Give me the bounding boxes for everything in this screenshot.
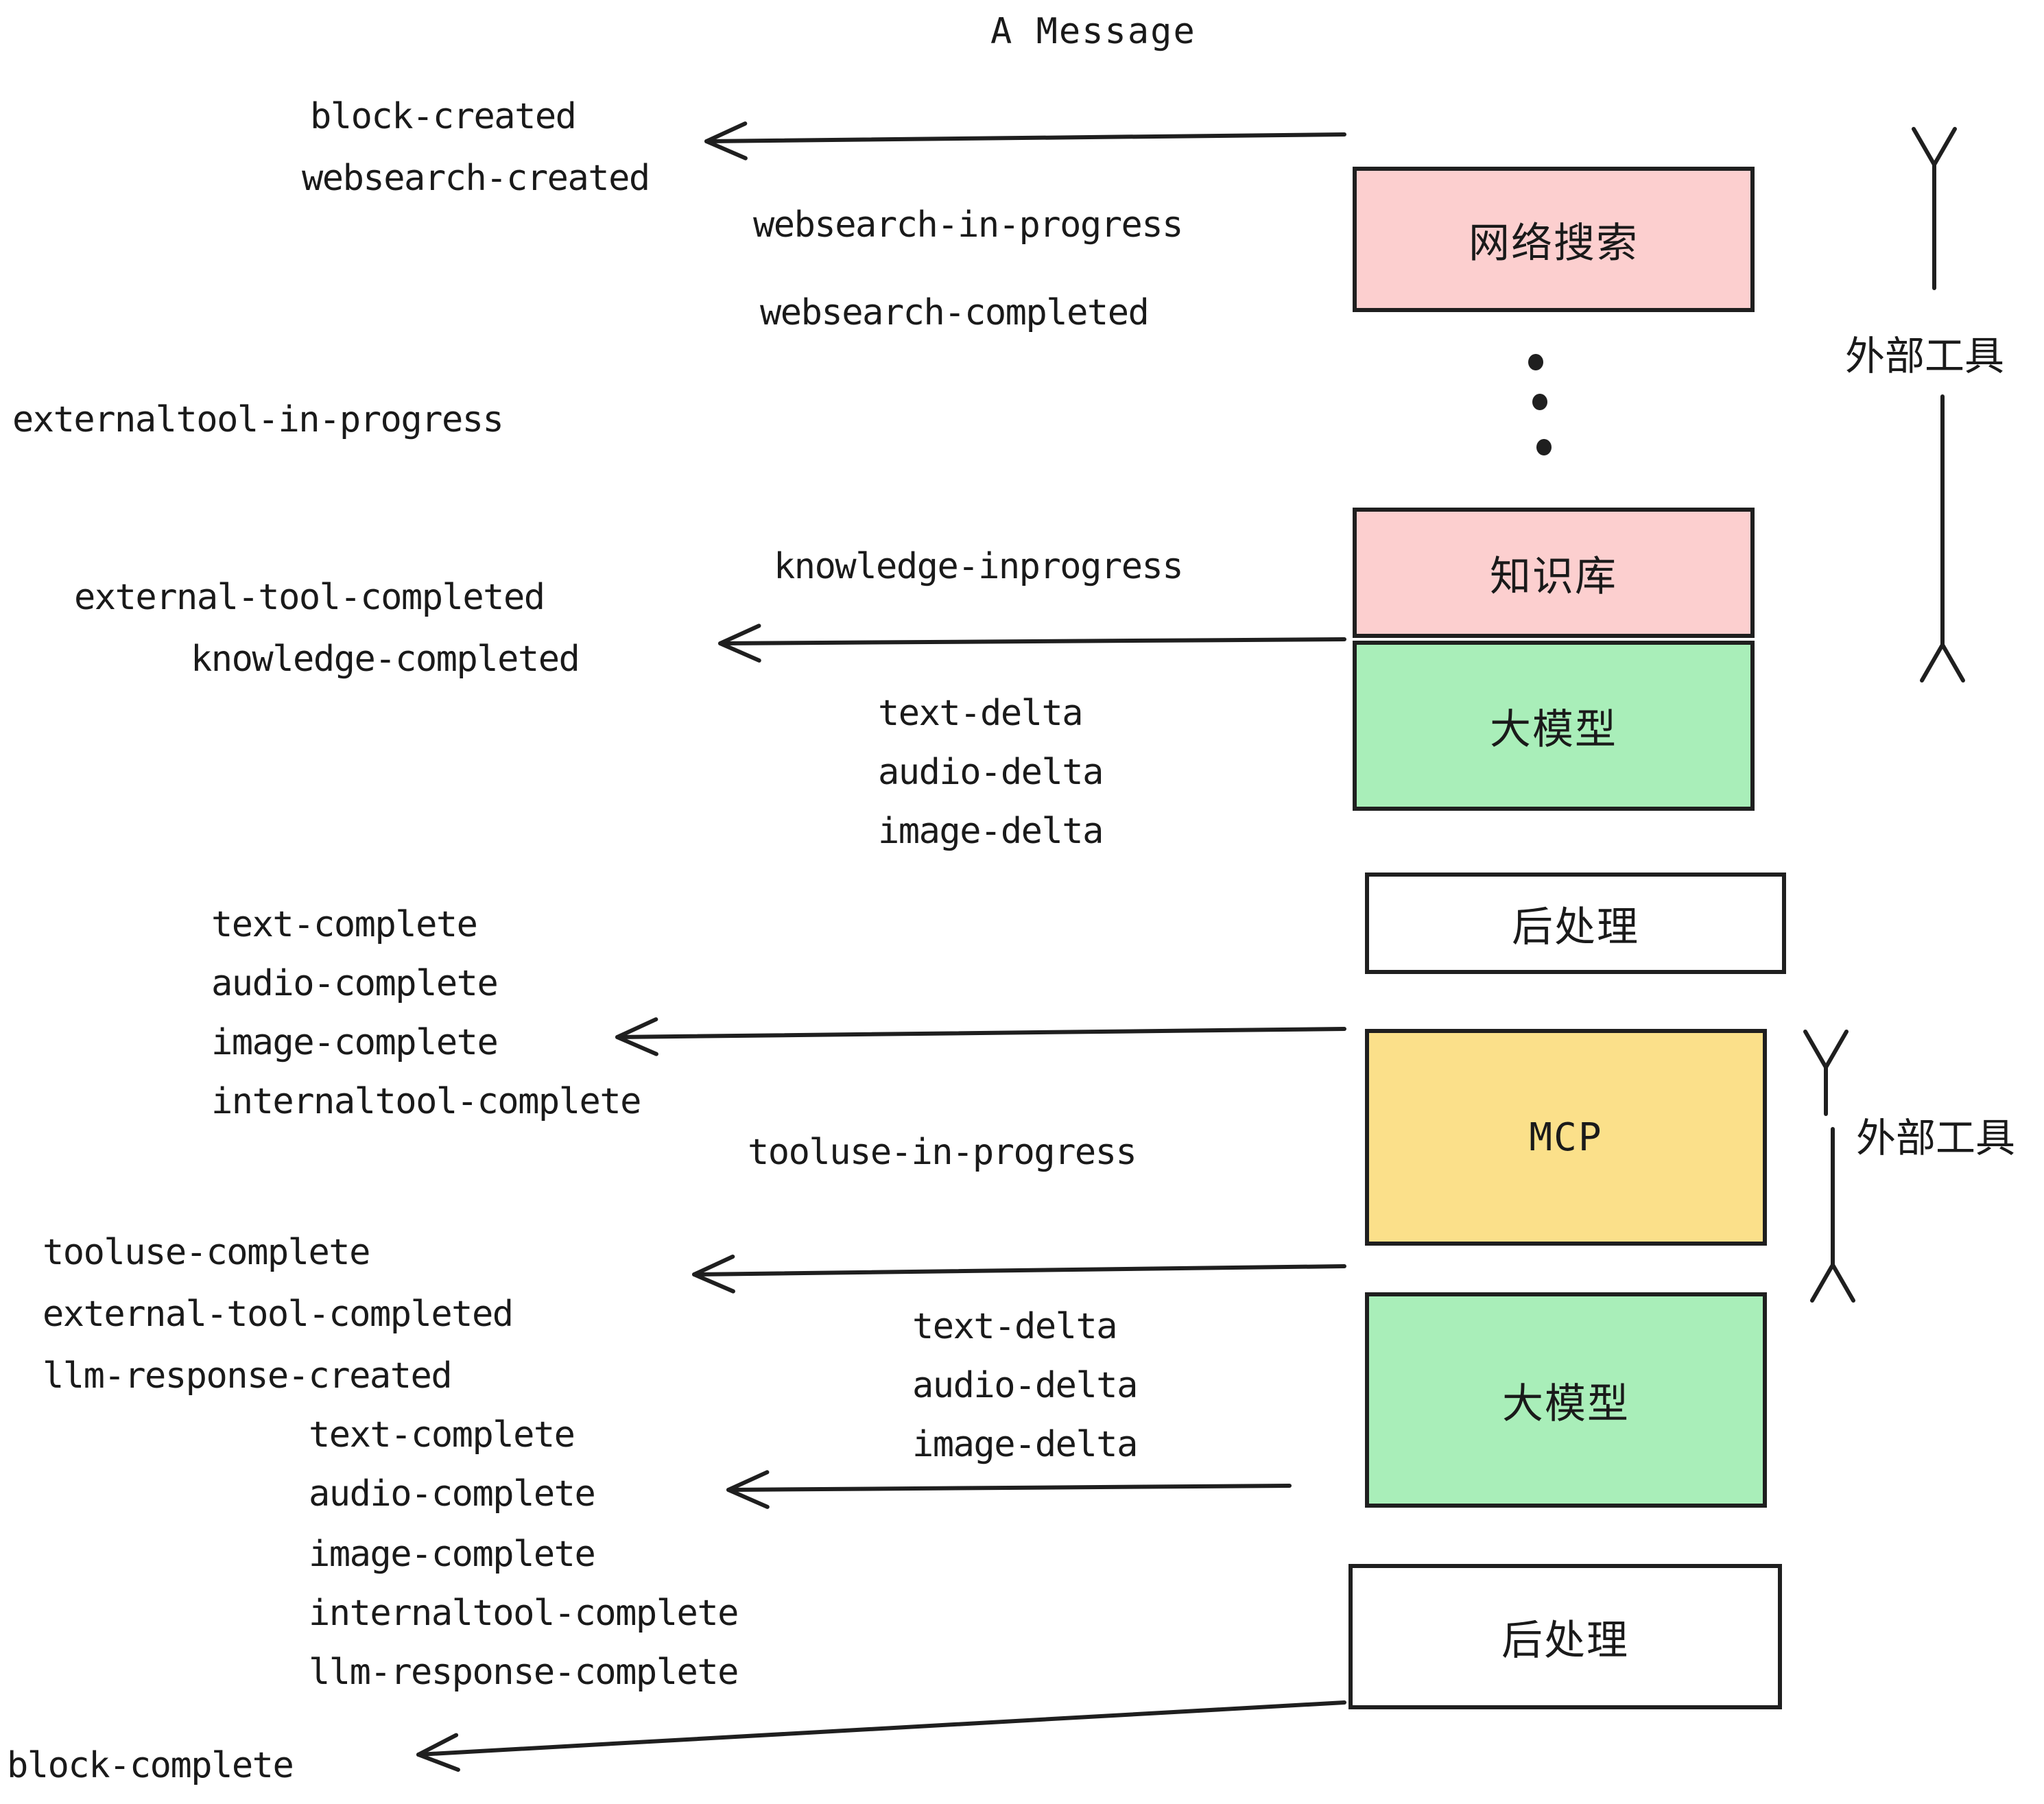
node-llm-1: 大模型 [1353,641,1755,811]
node-label: 后处理 [1512,903,1639,951]
external-tools-bottom-down-head [1810,1263,1855,1303]
event-label: block-created [310,96,577,137]
event-label: audio-delta [912,1365,1138,1406]
event-label: image-complete [211,1022,499,1063]
node-label: 大模型 [1490,705,1617,754]
node-postprocess-1: 后处理 [1365,873,1786,974]
event-label: llm-response-complete [309,1652,739,1693]
node-label: 后处理 [1501,1616,1629,1665]
external-tools-top-up-head [1912,127,1957,167]
event-label: text-complete [309,1414,575,1456]
ellipsis-dot-icon [1536,439,1552,455]
page-title: A Message [990,11,1196,52]
node-label: MCP [1529,1115,1603,1160]
event-label: audio-complete [309,1473,596,1515]
node-llm-2: 大模型 [1365,1292,1767,1508]
ellipsis-dot-icon [1528,354,1543,370]
arrow-tooluse-complete-head [692,1255,735,1294]
event-label: text-delta [878,693,1084,734]
event-label: websearch-created [302,158,650,199]
arrow-block-complete-head [416,1733,460,1772]
arrow-knowledge-completed-head [718,624,761,663]
node-label: 大模型 [1502,1379,1630,1428]
event-label: tooluse-in-progress [748,1132,1137,1173]
event-label: external-tool-completed [74,577,545,618]
arrow-audio-complete-head [726,1470,770,1509]
side-label-external-tools-bottom: 外部工具 [1856,1115,2016,1161]
ellipsis-dot-icon [1532,394,1547,410]
node-label: 网络搜索 [1469,219,1639,268]
event-label: image-delta [912,1424,1138,1465]
event-label: internaltool-complete [211,1081,641,1122]
event-label: image-delta [878,811,1104,852]
arrow-image-complete-head [615,1017,658,1056]
event-label: audio-complete [211,963,499,1004]
arrow-block-created [704,132,1346,143]
event-label: llm-response-created [43,1355,453,1397]
event-label: audio-delta [878,752,1104,793]
event-label: block-complete [7,1745,294,1786]
external-tools-bottom-up-head [1803,1030,1849,1069]
node-websearch: 网络搜索 [1353,167,1755,312]
event-label: websearch-completed [760,292,1150,333]
arrow-audio-complete [726,1484,1292,1492]
external-tools-top-down-head [1920,643,1965,683]
arrow-tooluse-complete [692,1264,1346,1277]
side-label-external-tools-top: 外部工具 [1845,333,2005,379]
arrow-block-created-head [704,121,748,161]
node-mcp: MCP [1365,1029,1767,1246]
arrow-block-complete [416,1700,1346,1757]
node-knowledgebase: 知识库 [1353,508,1755,638]
event-label: knowledge-inprogress [774,546,1184,587]
event-label: knowledge-completed [191,639,580,680]
arrow-image-complete [615,1027,1346,1039]
node-postprocess-2: 后处理 [1348,1564,1782,1709]
event-label: text-complete [211,904,478,945]
arrow-knowledge-completed [718,637,1346,645]
event-label: text-delta [912,1306,1118,1347]
event-label: image-complete [309,1534,596,1575]
event-label: websearch-in-progress [753,204,1183,246]
event-label: tooluse-complete [43,1232,370,1273]
event-label: externaltool-in-progress [12,399,504,440]
node-label: 知识库 [1490,552,1617,601]
event-label: internaltool-complete [309,1593,739,1634]
event-label: external-tool-completed [43,1294,514,1335]
